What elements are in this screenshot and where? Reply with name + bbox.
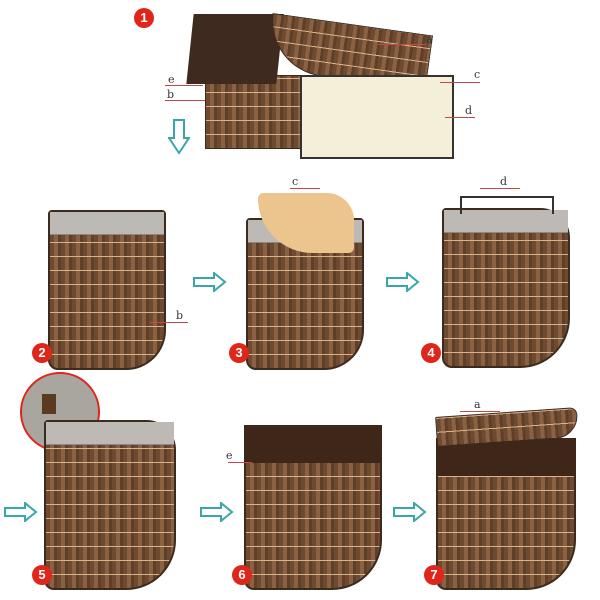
basket-step-6 xyxy=(244,425,382,590)
step-1-badge: 1 xyxy=(134,8,154,28)
label-b-step2: b xyxy=(176,309,184,322)
right-arrow-icon xyxy=(393,502,427,522)
label-e-step6: e xyxy=(226,449,233,462)
frame-d xyxy=(460,196,554,214)
basket-step-2 xyxy=(48,210,166,370)
step-3-badge: 3 xyxy=(229,343,249,363)
label-a: a xyxy=(426,33,433,46)
step-4-badge: 4 xyxy=(421,343,441,363)
basket-step-5 xyxy=(44,420,176,590)
liner-e xyxy=(186,14,284,84)
label-c-step3: c xyxy=(292,175,299,188)
label-d-step4: d xyxy=(500,175,508,188)
right-arrow-icon xyxy=(193,272,227,292)
base-c xyxy=(300,75,454,159)
down-arrow-icon xyxy=(168,119,190,155)
step-6-badge: 6 xyxy=(232,565,252,585)
label-e: e xyxy=(168,73,175,86)
step-2-badge: 2 xyxy=(32,343,52,363)
right-arrow-icon xyxy=(200,502,234,522)
right-arrow-icon xyxy=(4,502,38,522)
step-5-badge: 5 xyxy=(32,565,52,585)
right-arrow-icon xyxy=(386,272,420,292)
label-c: c xyxy=(474,68,481,81)
basket-step-4 xyxy=(442,208,570,368)
label-d: d xyxy=(465,104,473,117)
basket-step-7 xyxy=(436,438,576,590)
label-a-step7: a xyxy=(474,398,481,411)
liner-e-installed xyxy=(244,425,382,463)
step-7-badge: 7 xyxy=(424,565,444,585)
label-b: b xyxy=(167,88,175,101)
